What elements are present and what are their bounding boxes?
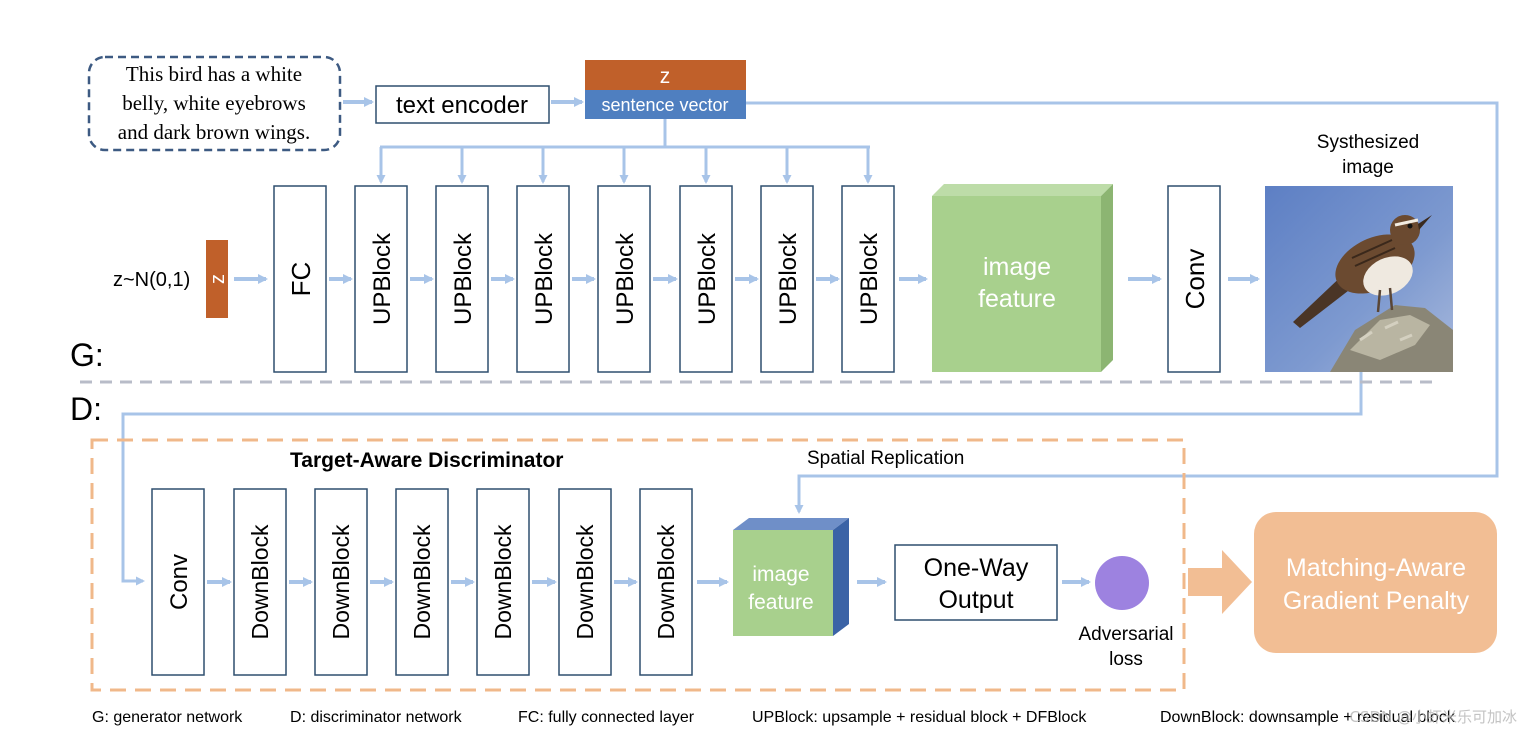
downblock-5-label: DownBlock	[572, 524, 598, 640]
legend-desc-fc: : fully connected layer	[539, 709, 694, 726]
z-box	[585, 60, 746, 90]
upblock-2-label: UPBlock	[450, 232, 477, 325]
one-way-output-line-1: One-Way	[924, 554, 1029, 582]
downblock-4-label: DownBlock	[490, 524, 516, 640]
upblock-5-label: UPBlock	[694, 232, 721, 325]
upblock-4	[597, 185, 651, 373]
generator-conv-block	[1167, 185, 1221, 373]
downblock-2	[314, 488, 368, 676]
discriminator-image-feature-line-2: feature	[748, 591, 813, 614]
watermark: CSDN @小虾米乐可加冰	[1349, 708, 1517, 726]
synth-image-to-discriminator-line	[121, 372, 1363, 586]
legend-desc-g: : generator network	[104, 709, 243, 726]
upblock-7-label: UPBlock	[856, 232, 883, 325]
legend-desc-d: : discriminator network	[302, 709, 463, 726]
legend-key-fc: FC	[518, 709, 539, 726]
noise-label: z~N(0,1)	[113, 269, 190, 291]
adversarial-loss-circle	[1095, 556, 1149, 610]
condition-drop-arrows	[376, 147, 873, 184]
noise-z-label: z	[207, 274, 229, 284]
generator-image-feature-cube	[932, 184, 1113, 372]
caption-line-2: belly, white eyebrows	[122, 91, 306, 115]
sentence-vector-to-discriminator-line	[746, 101, 1499, 514]
matching-aware-line-2: Gradient Penalty	[1283, 587, 1470, 615]
text-encoder-box	[375, 85, 550, 124]
downblock-3	[395, 488, 449, 676]
upblock-3-label: UPBlock	[531, 232, 558, 325]
upblock-7	[841, 185, 895, 373]
legend-key-downblock: DownBlock	[1160, 709, 1241, 726]
z-box-label: z	[660, 65, 671, 88]
legend-key-upblock: UPBlock	[752, 709, 814, 726]
legend: G: generator network D: discriminator ne…	[92, 709, 1456, 726]
downblock-4	[476, 488, 530, 676]
caption-line-3: and dark brown wings.	[118, 120, 310, 144]
spatial-replication-label: Spatial Replication	[807, 448, 964, 469]
upblock-4-label: UPBlock	[612, 232, 639, 325]
legend-desc-downblock: : downsample + residual block	[1240, 709, 1456, 726]
downblock-6	[639, 488, 693, 676]
upblock-3	[516, 185, 570, 373]
matching-aware-arrow	[1188, 550, 1252, 614]
generator-image-feature-line-2: feature	[978, 285, 1056, 313]
synth-image-label-line-2: image	[1342, 157, 1394, 178]
discriminator-title: Target-Aware Discriminator	[290, 449, 563, 472]
generator-conv-label: Conv	[1180, 249, 1210, 310]
adversarial-loss-line-2: loss	[1109, 649, 1143, 670]
discriminator-box	[90, 438, 1186, 692]
legend-key-d: D	[290, 709, 302, 726]
downblock-1	[233, 488, 287, 676]
one-way-output-box	[894, 544, 1058, 621]
legend-downblock: DownBlock: downsample + residual block	[1160, 709, 1456, 726]
legend-desc-upblock: : upsample + residual block + DFBlock	[813, 709, 1087, 726]
matching-aware-box	[1254, 512, 1497, 653]
upblock-5	[679, 185, 733, 373]
downblock-5	[558, 488, 612, 676]
legend-discriminator: D: discriminator network	[290, 709, 463, 726]
discriminator-conv-block	[151, 488, 205, 676]
discriminator-image-feature-cube	[733, 518, 849, 636]
noise-z-box	[206, 240, 228, 318]
upblock-group: UPBlock UPBlock UPBlock UPBlock UPBlock UPBlo…	[354, 185, 895, 373]
fc-block	[273, 185, 327, 373]
caption-line-1: This bird has a white	[126, 62, 302, 86]
discriminator-image-feature-line-1: image	[752, 563, 809, 586]
downblock-3-label: DownBlock	[409, 524, 435, 640]
synthesized-bird-image	[1265, 186, 1453, 372]
discriminator-label: D:	[70, 391, 102, 427]
sentence-vector-label: sentence vector	[601, 95, 728, 115]
downblock-6-label: DownBlock	[653, 524, 679, 640]
text-encoder-label: text encoder	[396, 92, 528, 119]
adversarial-loss-line-1: Adversarial	[1078, 624, 1173, 645]
downblock-2-label: DownBlock	[328, 524, 354, 640]
matching-aware-line-1: Matching-Aware	[1286, 554, 1466, 582]
generator-image-feature-line-1: image	[983, 253, 1051, 281]
legend-generator: G: generator network	[92, 709, 243, 726]
upblock-1	[354, 185, 408, 373]
legend-key-g: G	[92, 709, 104, 726]
upblock-6	[760, 185, 814, 373]
legend-fc: FC: fully connected layer	[518, 709, 695, 726]
downblock-group: DownBlock DownBlock DownBlock DownBlock Down…	[233, 488, 693, 676]
upblock-2	[435, 185, 489, 373]
sentence-vector-box	[585, 90, 746, 119]
legend-upblock: UPBlock: upsample + residual block + DFB…	[752, 709, 1087, 726]
discriminator-conv-label: Conv	[166, 554, 193, 610]
one-way-output-line-2: Output	[938, 586, 1013, 614]
generator-label: G:	[70, 337, 104, 373]
upblock-6-label: UPBlock	[775, 232, 802, 325]
fc-block-label: FC	[286, 262, 316, 297]
downblock-1-label: DownBlock	[247, 524, 273, 640]
synth-image-label-line-1: Systhesized	[1317, 132, 1419, 153]
caption-box	[87, 55, 342, 152]
upblock-1-label: UPBlock	[369, 232, 396, 325]
